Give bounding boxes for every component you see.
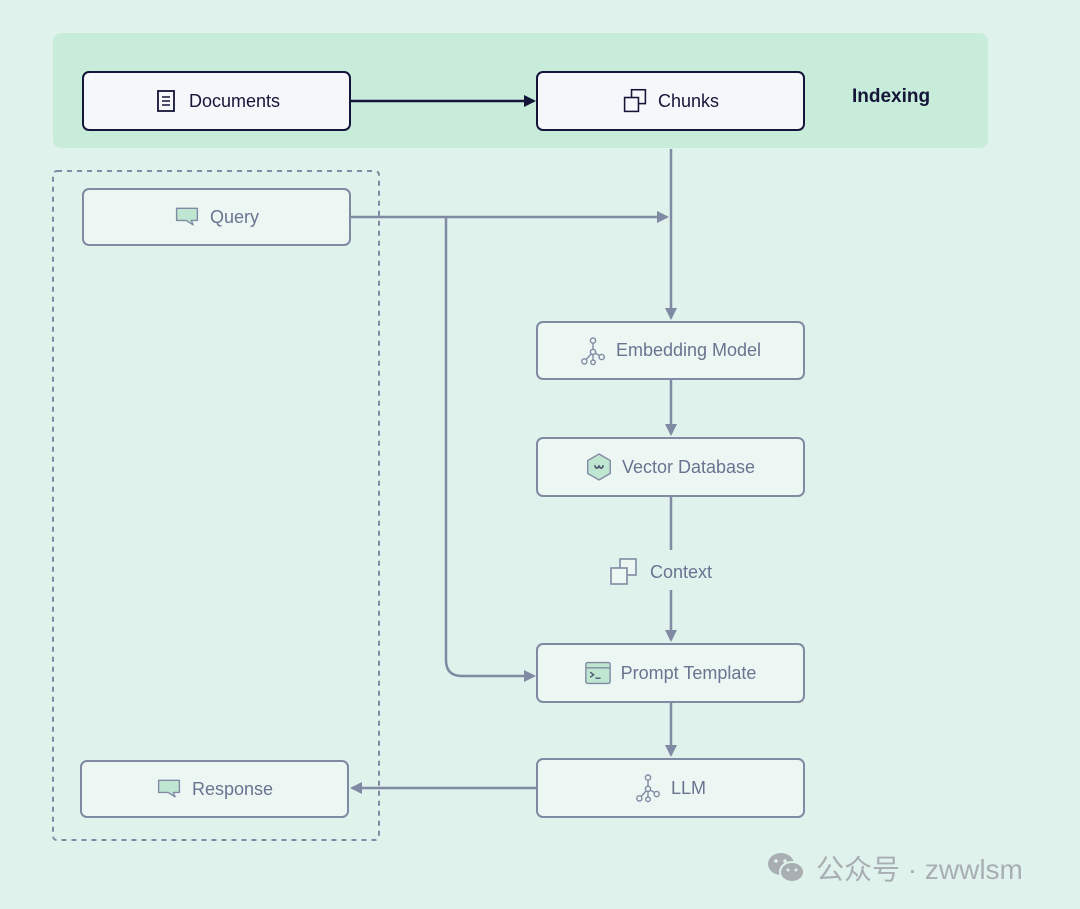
document-icon [153, 88, 179, 114]
context-label: Context [650, 561, 713, 582]
watermark-text: 公众号 · zwwlsm [816, 854, 1023, 885]
indexing-title: Indexing [852, 86, 931, 107]
terminal-icon [584, 660, 611, 686]
response-node[interactable]: Response [80, 760, 349, 818]
documents-label: Documents [188, 90, 281, 111]
chat-bubble-icon [174, 204, 200, 230]
wechat-icon [766, 851, 806, 885]
prompt-template-node[interactable]: Prompt Template [536, 643, 805, 703]
context-label-group: Context [608, 554, 712, 590]
user-group-dashed-border [52, 170, 380, 841]
watermark: 公众号 · zwwlsm [766, 848, 1023, 888]
prompt-template-label: Prompt Template [620, 662, 757, 683]
vector-database-label: Vector Database [621, 456, 756, 477]
query-node[interactable]: Query [82, 188, 351, 246]
graph-nodes-icon [635, 774, 661, 803]
chunks-icon [608, 556, 640, 588]
llm-node[interactable]: LLM [536, 758, 805, 818]
chunks-icon [622, 88, 648, 114]
graph-nodes-icon [580, 336, 606, 365]
edge-query-prompt [444, 217, 536, 682]
vector-database-node[interactable]: Vector Database [536, 437, 805, 497]
chat-bubble-icon [156, 776, 182, 802]
query-label: Query [209, 206, 260, 227]
chunks-label: Chunks [657, 90, 720, 111]
chunks-node[interactable]: Chunks [536, 71, 805, 131]
embedding-model-label: Embedding Model [615, 340, 762, 360]
hexagon-icon [586, 453, 612, 481]
documents-node[interactable]: Documents [82, 71, 351, 131]
embedding-model-node[interactable]: Embedding Model [536, 321, 805, 380]
response-label: Response [191, 778, 274, 799]
llm-label: LLM [670, 777, 706, 798]
